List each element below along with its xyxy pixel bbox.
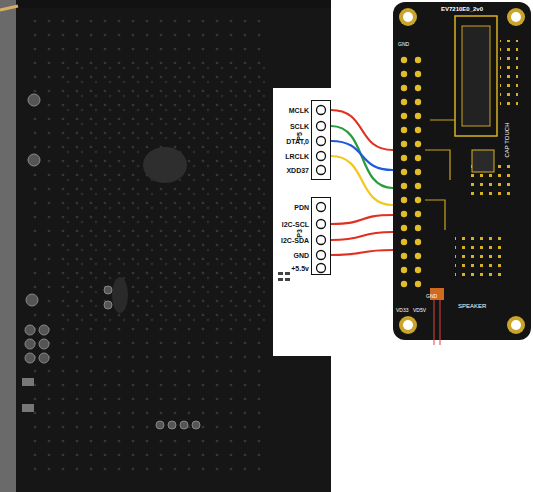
pin-label: LRCLK: [285, 153, 309, 160]
pin-label: DTAT,0: [286, 138, 309, 145]
board-silkscreen: GND: [426, 294, 437, 299]
board-silkscreen: VD5V: [413, 308, 426, 313]
header-p5: P5: [311, 100, 331, 180]
jumper-wire: [331, 141, 393, 170]
dev-board: EV7210E0_2v0: [393, 2, 531, 340]
board-silkscreen: VD33: [396, 308, 409, 313]
pin-label: +5.5v: [291, 265, 309, 272]
pin-label: MCLK: [289, 107, 309, 114]
board-silkscreen: CAP TOUCH: [504, 122, 510, 157]
pin-label: XDD37: [286, 167, 309, 174]
pin-label: PDN: [294, 204, 309, 211]
annotation-panel: [273, 88, 331, 356]
board-name: EV7210E0_2v0: [441, 6, 483, 12]
jumper-wire: [331, 250, 393, 255]
header-p3: P3: [311, 197, 331, 275]
pin-label: SCLK: [290, 123, 309, 130]
jumper-wire: [331, 110, 393, 150]
pin-label: I2C-SDA: [281, 237, 309, 244]
pin-label: GND: [293, 252, 309, 259]
pcb-photo: [0, 0, 331, 492]
board-silkscreen: SPEAKER: [458, 303, 486, 309]
board-silkscreen: GND: [398, 42, 409, 47]
pin-label: I2C-SCL: [282, 221, 309, 228]
dev-board: [393, 2, 531, 340]
jumper-wire: [331, 232, 393, 240]
photo-edge: [0, 0, 16, 492]
connector-name: P3: [296, 229, 303, 238]
jumper-wire: [331, 156, 393, 205]
jumper-wire: [331, 215, 393, 224]
